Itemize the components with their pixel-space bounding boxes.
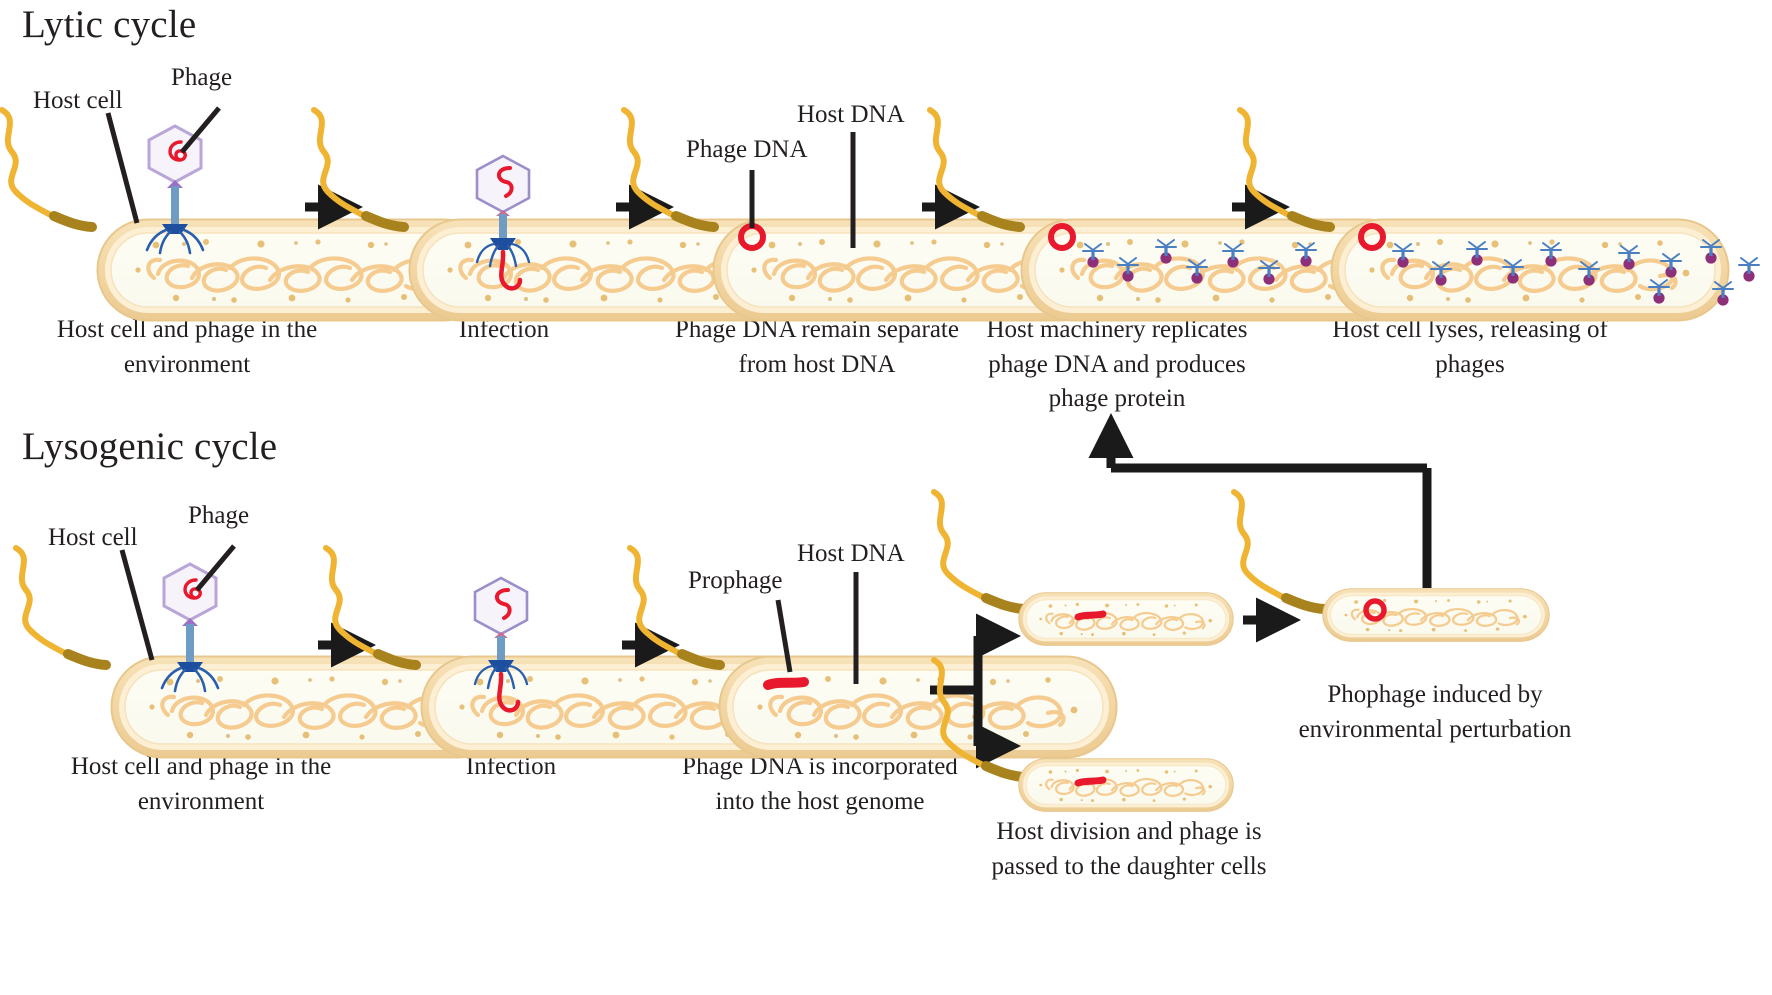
lysogenic-induced-cell-group: [1234, 492, 1551, 643]
bacterium-icon: [422, 657, 819, 758]
leader-line-icon: [105, 112, 140, 224]
lysogenic-daughter-cell-bottom: [934, 660, 1235, 813]
flagellum-icon: [934, 492, 1024, 609]
bacterium-icon: [1017, 757, 1235, 813]
leader-line-icon: [119, 549, 155, 661]
bacterium-icon: [1332, 220, 1729, 321]
lytic-caption-5: Host cell lyses, releasing of phages: [1332, 316, 1608, 378]
lysogenic-cycle-title: Lysogenic cycle: [22, 425, 278, 468]
lytic-label-host-cell: Host cell: [33, 87, 123, 114]
lysogenic-step-2-phage-injecting: [473, 576, 529, 713]
lytic-step-4-cell-group: [930, 110, 1419, 321]
flagellum-icon: [1234, 492, 1324, 609]
bacterium-icon: [720, 657, 1117, 758]
flagellum-icon: [624, 110, 714, 227]
prophage-segment-icon: [1074, 776, 1107, 787]
lysogenic-caption-2: Infection: [465, 753, 557, 780]
lytic-step-5-cell-group: [1240, 110, 1729, 321]
lytic-cycle-title: Lytic cycle: [22, 3, 197, 46]
lytic-caption-1: Host cell and phage in the environment: [56, 316, 318, 378]
lytic-label-phage: Phage: [171, 64, 233, 91]
phage-dna-loop-icon: [738, 223, 766, 251]
flagellum-icon: [930, 110, 1020, 227]
bacterium-icon: [410, 220, 807, 321]
flagellum-icon: [16, 548, 106, 665]
lytic-label-host-dna: Host DNA: [797, 101, 905, 128]
phage-dna-loop-icon: [1358, 223, 1386, 251]
flagellum-icon: [326, 548, 416, 665]
bacterium-icon: [1022, 220, 1419, 321]
lysogenic-label-host-cell: Host cell: [48, 524, 138, 551]
lytic-step-4-new-phages: [1082, 239, 1317, 286]
branch-arrow-icon: [930, 613, 1021, 769]
leader-line-icon: [775, 599, 793, 673]
lysogenic-caption-5: Phophage induced by environmental pertur…: [1298, 681, 1572, 743]
prophage-segment-icon: [1074, 610, 1107, 621]
lytic-step-2-phage-injecting: [475, 154, 531, 291]
lytic-label-phage-dna: Phage DNA: [686, 136, 808, 163]
lysogenic-caption-1: Host cell and phage in the environment: [70, 753, 332, 815]
bacterium-icon: [714, 220, 1111, 321]
bacterium-icon: [1321, 587, 1551, 643]
lysogenic-step-1-cell-group: [16, 548, 509, 758]
flagellum-icon: [2, 110, 92, 227]
lytic-step-5-released-phages: [1392, 239, 1760, 307]
lysogenic-caption-3: Phage DNA is incorporated into the host …: [682, 753, 958, 815]
bacteriophage-icon: [160, 562, 220, 693]
lysogenic-label-prophage: Prophage: [688, 567, 783, 594]
lysogenic-daughter-cell-top: [934, 492, 1235, 647]
feedback-loop-arrow-icon: [1088, 413, 1432, 588]
flagellum-icon: [314, 110, 404, 227]
bacterium-icon: [112, 657, 509, 758]
phage-dna-loop-icon: [1363, 598, 1387, 622]
phage-dna-loop-icon: [1048, 223, 1076, 251]
bacterium-icon: [98, 220, 495, 321]
lytic-step-1-cell-group: [2, 110, 495, 321]
lysogenic-label-phage: Phage: [188, 502, 250, 529]
lysogenic-caption-4: Host division and phage is passed to the…: [991, 818, 1267, 880]
lytic-caption-3: Phage DNA remain separate from host DNA: [675, 316, 959, 378]
leader-line-icon: [180, 106, 221, 154]
flagellum-icon: [630, 548, 720, 665]
bacterium-icon: [1017, 591, 1235, 647]
flagellum-icon: [1240, 110, 1330, 227]
leader-line-icon: [195, 544, 236, 592]
lysogenic-label-host-dna: Host DNA: [797, 540, 905, 567]
lytic-caption-4: Host machinery replicates phage DNA and …: [986, 316, 1248, 412]
bacteriophage-icon: [145, 124, 205, 255]
prophage-segment-icon: [763, 677, 809, 690]
lytic-caption-2: Infection: [458, 316, 550, 343]
